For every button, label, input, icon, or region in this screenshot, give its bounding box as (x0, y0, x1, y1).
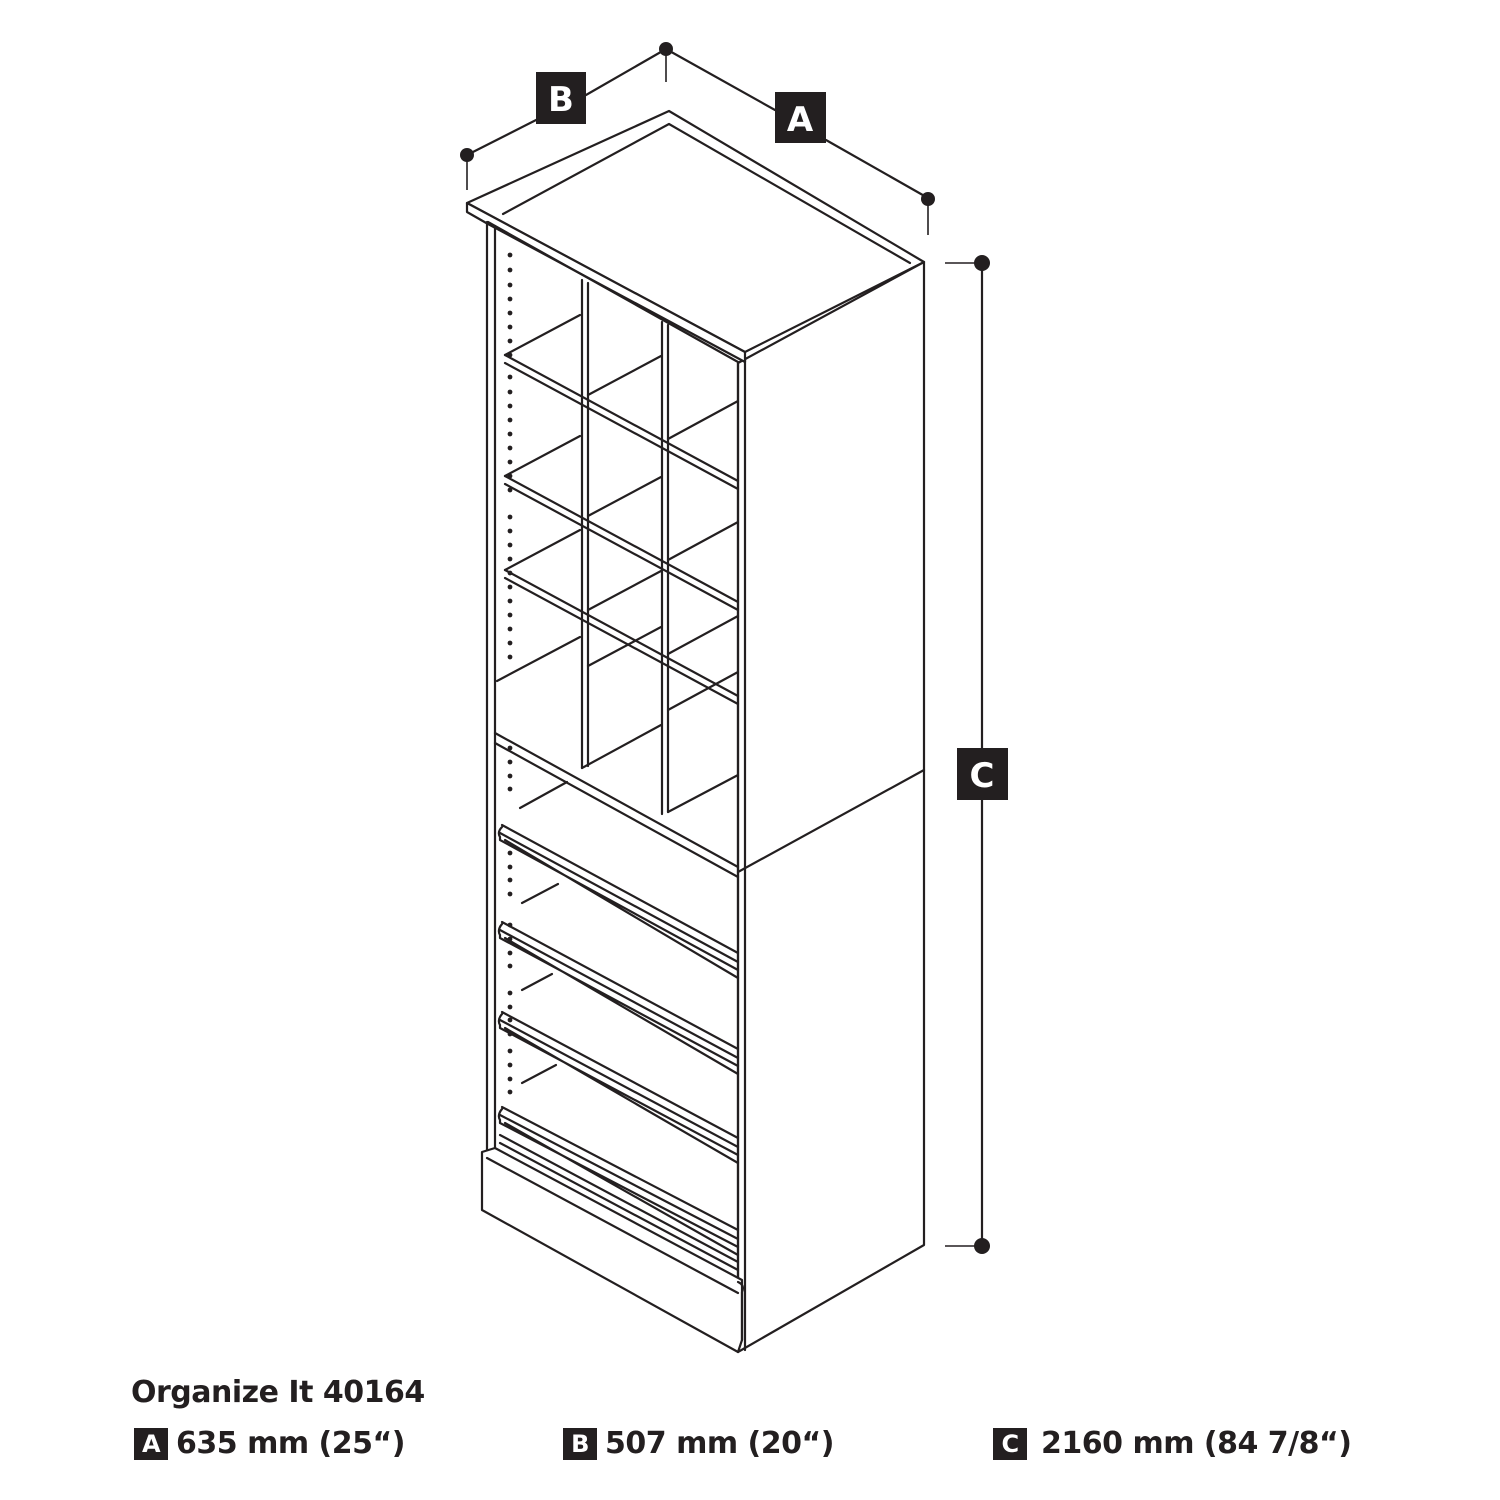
spec-c-badge: C (993, 1427, 1027, 1460)
spec-b-value: 507 mm (20“) (605, 1426, 834, 1461)
shelf-pin-holes-upper (507, 252, 513, 660)
dimension-b-line: B (460, 42, 673, 190)
cubby-dividers (580, 278, 740, 816)
dimension-a-badge: A (787, 100, 814, 140)
spec-b: B 507 mm (20“) (563, 1426, 834, 1461)
dimension-b-badge: B (548, 80, 574, 120)
shelf-pin-holes-lower (507, 745, 513, 1095)
spec-c: C 2160 mm (84 7/8“) (993, 1426, 1352, 1461)
cabinet-side-panel (736, 260, 926, 1354)
cubby-shelves (495, 313, 740, 712)
dimension-c-line: C (945, 255, 1008, 1254)
dimension-a-line: A (664, 47, 935, 235)
product-name: Organize It 40164 (131, 1375, 425, 1410)
spec-a-badge: A (134, 1427, 168, 1460)
cabinet-illustration (465, 109, 926, 1354)
spec-b-badge: B (563, 1427, 597, 1460)
dimension-c-badge: C (970, 756, 995, 796)
spec-c-value: 2160 mm (84 7/8“) (1041, 1426, 1352, 1461)
cabinet-base (480, 1146, 744, 1354)
spec-a: A 635 mm (25“) (134, 1426, 405, 1461)
spec-a-value: 635 mm (25“) (176, 1426, 405, 1461)
shoe-shelves (497, 780, 740, 1272)
